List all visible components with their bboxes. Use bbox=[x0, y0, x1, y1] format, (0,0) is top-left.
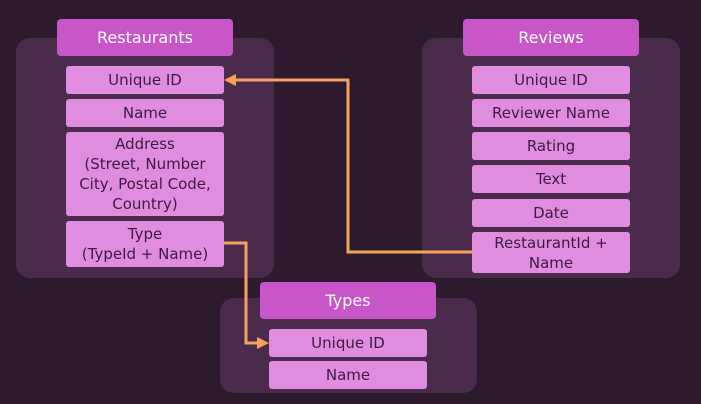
restaurants-field-name: Name bbox=[66, 99, 224, 127]
reviews-field-rating: Rating bbox=[472, 132, 630, 160]
restaurants-field-type: Type (TypeId + Name) bbox=[66, 221, 224, 267]
reviews-field-reviewer-name: Reviewer Name bbox=[472, 99, 630, 127]
reviews-field-restaurant-id: RestaurantId + Name bbox=[472, 232, 630, 273]
reviews-field-unique-id: Unique ID bbox=[472, 66, 630, 94]
restaurants-field-address: Address (Street, Number City, Postal Cod… bbox=[66, 132, 224, 216]
reviews-field-text: Text bbox=[472, 165, 630, 193]
types-field-name: Name bbox=[269, 361, 427, 389]
types-header: Types bbox=[260, 282, 436, 319]
reviews-field-date: Date bbox=[472, 199, 630, 227]
types-field-unique-id: Unique ID bbox=[269, 329, 427, 357]
restaurants-header: Restaurants bbox=[57, 19, 233, 56]
restaurants-field-unique-id: Unique ID bbox=[66, 66, 224, 94]
reviews-header: Reviews bbox=[463, 19, 639, 56]
